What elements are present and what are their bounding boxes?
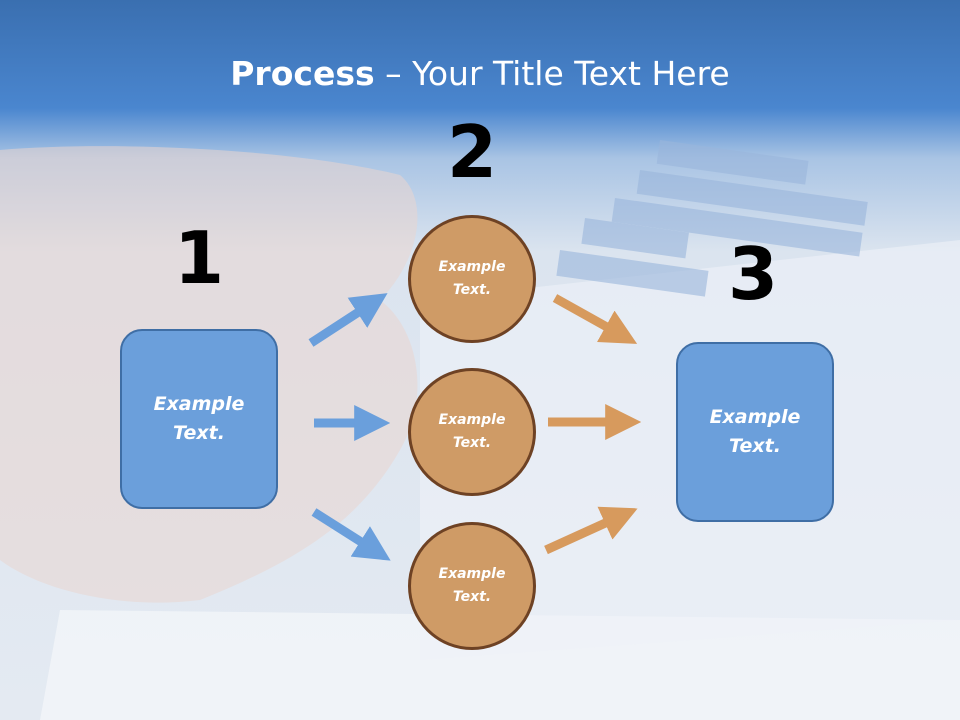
circle-top-label-line2: Text. [452, 282, 492, 298]
circle-middle-label-line1: Example [438, 412, 506, 428]
step-number-2: 2 [446, 110, 498, 194]
circle-top-label-line1: Example [438, 259, 506, 275]
step-number-3: 3 [727, 232, 779, 316]
circle-bottom-label-line2: Text. [452, 589, 492, 605]
step-3-box: Example Text. [676, 342, 834, 522]
step-2-circle-top: Example Text. [408, 215, 536, 343]
step-2-circle-middle: Example Text. [408, 368, 536, 496]
step-1-label-line1: Example [153, 393, 245, 415]
circle-bottom-label-line1: Example [438, 566, 506, 582]
step-1-label-line2: Text. [173, 422, 225, 444]
step-number-1: 1 [173, 216, 225, 300]
slide-title: Process – Your Title Text Here [0, 52, 960, 96]
step-1-box: Example Text. [120, 329, 278, 509]
title-bold: Process [230, 54, 375, 93]
title-rest: – Your Title Text Here [374, 54, 730, 93]
step-3-label-line1: Example [709, 406, 801, 428]
step-2-circle-bottom: Example Text. [408, 522, 536, 650]
step-3-label-line2: Text. [729, 435, 781, 457]
circle-middle-label-line2: Text. [452, 435, 492, 451]
